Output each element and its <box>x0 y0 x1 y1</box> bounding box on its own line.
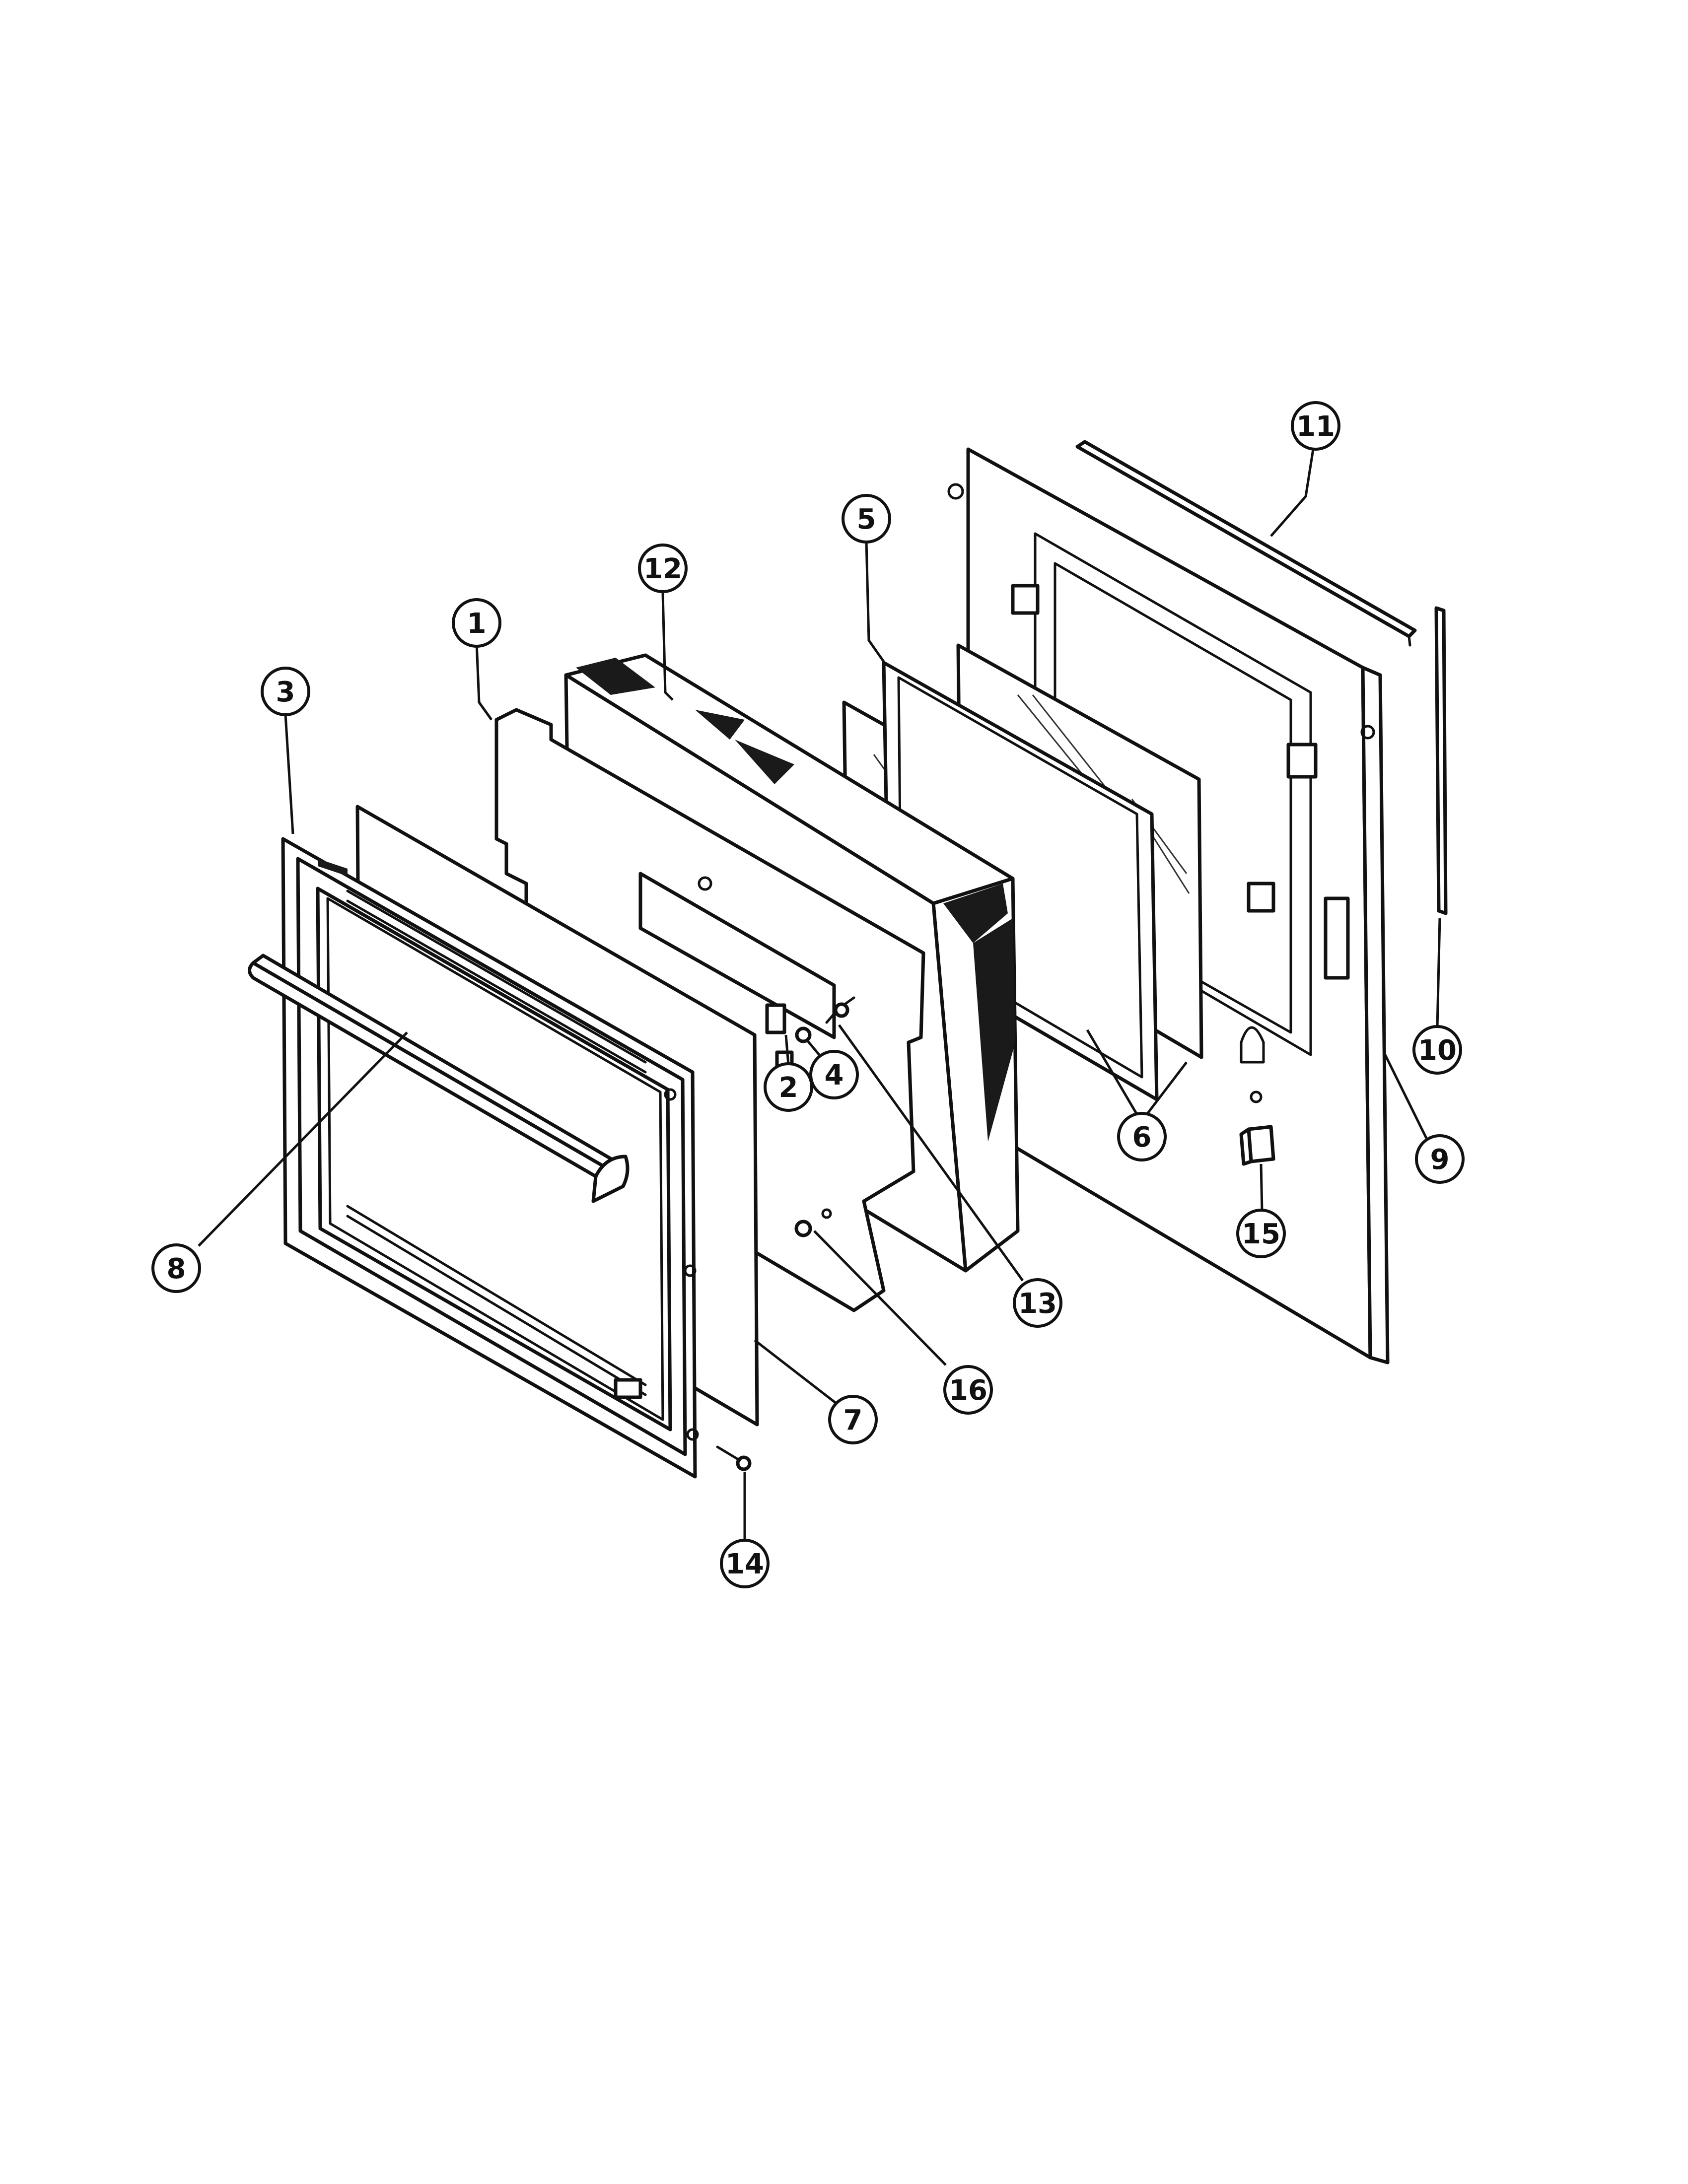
svg-text:2: 2 <box>779 1072 798 1104</box>
svg-text:4: 4 <box>825 1059 844 1092</box>
callout-4: 4 <box>809 1050 859 1099</box>
svg-text:14: 14 <box>725 1548 764 1580</box>
svg-text:12: 12 <box>643 553 682 585</box>
callout-9: 9 <box>1415 1134 1465 1184</box>
svg-text:16: 16 <box>949 1374 987 1407</box>
leader-lines <box>198 449 1441 1541</box>
svg-text:15: 15 <box>1242 1218 1280 1250</box>
callout-10: 10 <box>1412 1025 1462 1075</box>
svg-text:10: 10 <box>1418 1034 1457 1067</box>
callout-12: 12 <box>638 544 688 593</box>
callout-1: 1 <box>452 598 501 648</box>
part-outer-frame <box>281 837 699 1479</box>
svg-text:7: 7 <box>844 1404 863 1436</box>
svg-text:3: 3 <box>276 676 295 708</box>
part-small-clip <box>1239 1125 1275 1166</box>
callout-7: 7 <box>828 1395 878 1444</box>
callout-2: 2 <box>764 1062 813 1112</box>
svg-text:11: 11 <box>1296 410 1335 443</box>
part-handle <box>248 954 630 1203</box>
svg-text:6: 6 <box>1132 1121 1152 1154</box>
callout-11: 11 <box>1291 401 1340 451</box>
part-plug-16 <box>794 1220 812 1237</box>
svg-text:1: 1 <box>467 608 487 640</box>
svg-text:13: 13 <box>1018 1288 1057 1320</box>
callout-8: 8 <box>151 1243 201 1293</box>
callout-3: 3 <box>261 667 310 716</box>
callout-5: 5 <box>842 494 891 544</box>
part-clip-4 <box>795 1026 812 1043</box>
svg-text:9: 9 <box>1430 1144 1450 1176</box>
callout-16: 16 <box>943 1365 993 1415</box>
part-side-strip <box>1434 606 1448 915</box>
svg-text:8: 8 <box>167 1253 186 1285</box>
part-hinge-bracket <box>765 1003 786 1034</box>
svg-text:5: 5 <box>857 503 876 536</box>
part-top-strip <box>1075 440 1417 647</box>
callout-14: 14 <box>720 1539 770 1588</box>
callout-13: 13 <box>1013 1278 1062 1328</box>
callout-15: 15 <box>1236 1209 1286 1258</box>
callout-6: 6 <box>1117 1112 1167 1161</box>
